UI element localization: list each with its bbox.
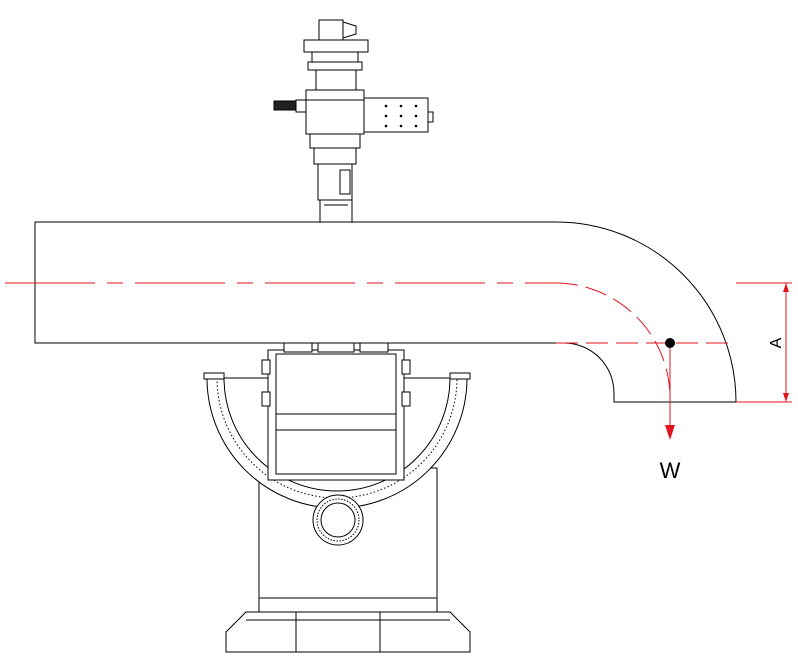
weight-arrow-head <box>665 425 675 440</box>
upper-clamp-head <box>273 19 434 223</box>
pipe-workpiece <box>34 221 737 403</box>
center-of-gravity: W <box>660 338 681 483</box>
weight-label: W <box>660 458 681 483</box>
dimension-a: A <box>736 282 792 403</box>
cog-point <box>665 338 675 348</box>
base-pedestal <box>225 467 471 653</box>
pipe-centerline <box>5 282 736 399</box>
rotary-table <box>261 333 411 481</box>
dimension-a-label: A <box>768 337 785 348</box>
pinion-gear <box>312 494 364 546</box>
